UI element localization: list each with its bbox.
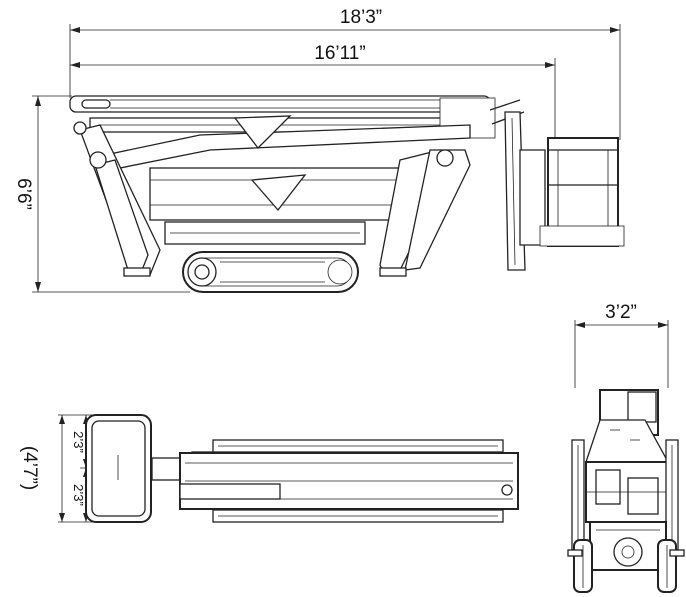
height-label: 6’6”: [13, 178, 34, 210]
dimension-stowed-length: 16’11”: [70, 43, 556, 140]
half-width-upper-label: 2’3”: [71, 431, 86, 453]
top-view: (4’7”) 2’3” 2’3”: [19, 414, 519, 523]
width-label: 3’2”: [605, 302, 637, 323]
dimension-height: 6’6”: [13, 95, 190, 293]
side-view: [69, 95, 625, 293]
half-width-lower-label: 2’3”: [71, 484, 86, 506]
front-view: [567, 389, 685, 593]
overall-length-label: 18’3”: [340, 7, 382, 28]
stowed-length-label: 16’11”: [314, 43, 365, 64]
dimension-overall-length: 18’3”: [69, 7, 621, 140]
dimension-width: 3’2”: [574, 302, 669, 388]
total-width-label: (4’7”): [19, 446, 40, 490]
